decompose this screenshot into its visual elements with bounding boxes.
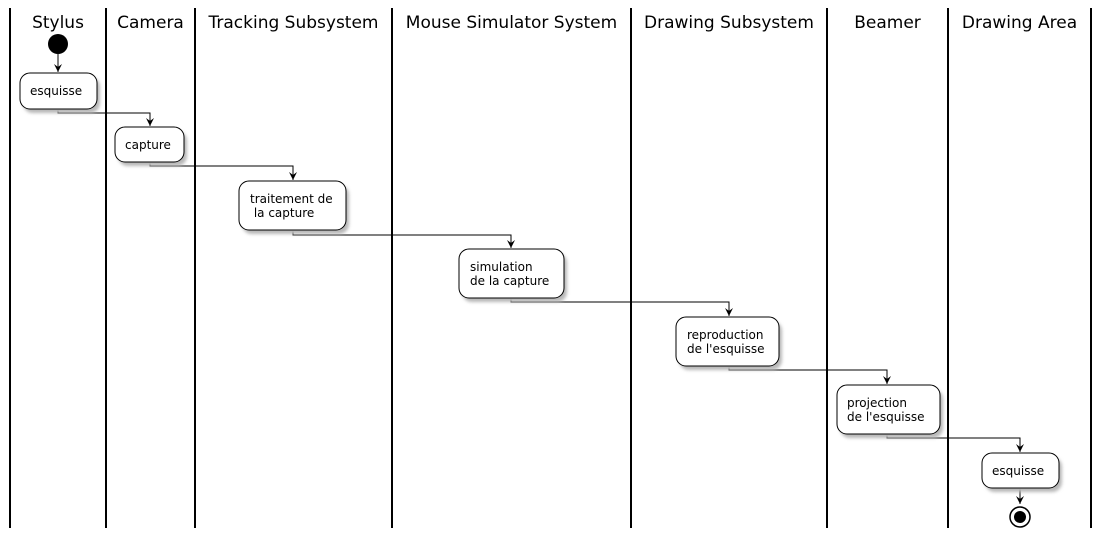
- activity-drawing-area-esquisse: esquisse: [981, 452, 1062, 492]
- end-node: [1009, 506, 1031, 528]
- activity-label-line-1: reproduction: [687, 328, 764, 342]
- start-node: [48, 34, 68, 54]
- activity-label-line-1: simulation: [470, 260, 533, 274]
- arrowhead: [54, 64, 62, 72]
- activity-drawing-reproduction: reproduction de l'esquisse: [675, 316, 782, 370]
- swimlane-title-beamer: Beamer: [854, 13, 921, 33]
- swimlane-title-drawing-area: Drawing Area: [962, 13, 1077, 33]
- activity-mouse-simulation: simulation de la capture: [458, 248, 567, 302]
- activity-label-line-2: la capture: [250, 206, 314, 220]
- swimlane-title-camera: Camera: [117, 13, 184, 33]
- activity-label-line-1: traitement de: [250, 192, 333, 206]
- activity-label-line-1: projection: [847, 396, 907, 410]
- arrowhead: [146, 118, 154, 126]
- swimlane-separators: [9, 8, 1092, 528]
- swimlane-title-stylus: Stylus: [32, 13, 84, 33]
- activity-label: capture: [125, 138, 171, 152]
- activity-label: esquisse: [30, 84, 82, 98]
- arrowhead: [507, 240, 515, 248]
- arrowhead: [725, 308, 733, 316]
- activity-label-line-2: de l'esquisse: [847, 410, 925, 424]
- activity-label-line-2: de la capture: [470, 274, 549, 288]
- activity-beamer-projection: projection de l'esquisse: [836, 384, 943, 438]
- swimlane-title-tracking-subsystem: Tracking Subsystem: [208, 13, 379, 33]
- arrowhead: [1016, 444, 1024, 452]
- activity-label-line-2: de l'esquisse: [687, 342, 765, 356]
- swimlane-headers: Stylus Camera Tracking Subsystem Mouse S…: [32, 13, 1077, 33]
- arrowhead: [1016, 496, 1024, 504]
- activity-tracking-traitement: traitement de la capture: [238, 180, 349, 234]
- activity-label: esquisse: [992, 464, 1044, 478]
- arrowhead: [883, 376, 891, 384]
- arrowhead: [289, 172, 297, 180]
- activity-camera-capture: capture: [114, 126, 187, 166]
- swimlane-title-mouse-simulator-system: Mouse Simulator System: [406, 13, 617, 33]
- swimlane-title-drawing-subsystem: Drawing Subsystem: [644, 13, 814, 33]
- activity-stylus-esquisse: esquisse: [19, 72, 100, 113]
